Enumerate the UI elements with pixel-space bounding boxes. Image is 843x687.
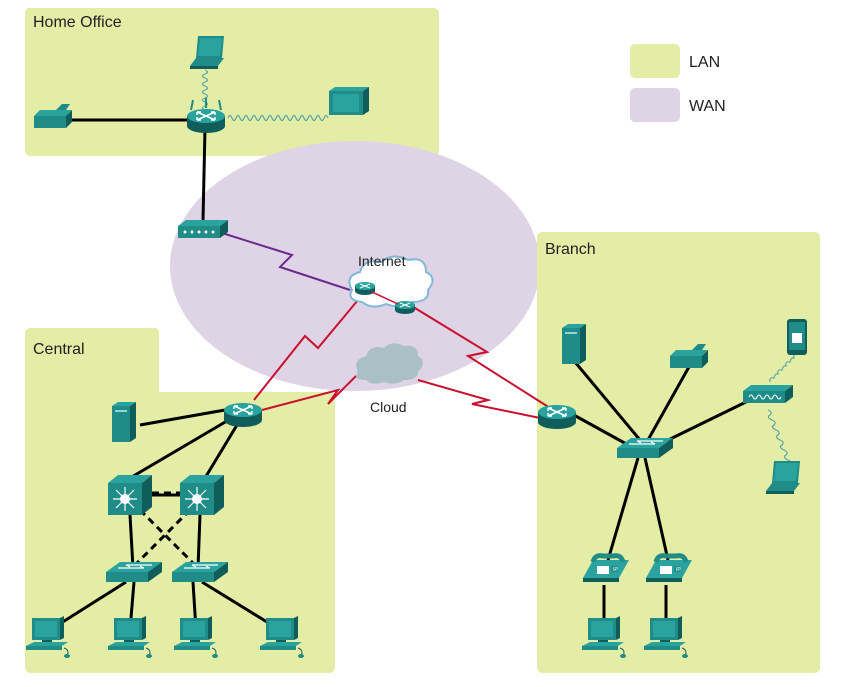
- branch-wireless-ap-icon: [742, 384, 794, 404]
- serial-link-central-cloud: [261, 375, 357, 411]
- legend-lan-swatch: [630, 44, 680, 78]
- home-wireless-router-icon: [186, 98, 226, 134]
- central-multilayer-switch-2-icon: [179, 474, 225, 516]
- wireless-link-laptop: [201, 69, 209, 111]
- link-wap-switch: [659, 398, 751, 446]
- branch-lan-region: [537, 232, 820, 673]
- central-multilayer-switch-1-icon: [107, 474, 153, 516]
- internet-cloud: [348, 255, 434, 315]
- internet-label: Internet: [358, 253, 406, 269]
- cloud-label: Cloud: [370, 399, 407, 415]
- branch-label: Branch: [545, 241, 596, 258]
- cloud-icon: [356, 343, 423, 384]
- link-ml1-sw1: [128, 514, 135, 569]
- legend-lan-label: LAN: [689, 54, 720, 71]
- link-home-router-modem: [201, 127, 207, 221]
- serial-link-modem-internet: [221, 232, 351, 291]
- branch-server-icon: [562, 324, 586, 364]
- link-central-router-ml1: [129, 416, 233, 480]
- wan-serial-links: [221, 232, 551, 419]
- link-central-router-ml2: [203, 419, 242, 479]
- central-router-icon: [223, 402, 263, 428]
- central-server-icon: [112, 402, 136, 442]
- home-office-label: Home Office: [33, 14, 122, 31]
- wireless-links: [201, 69, 803, 466]
- home-tablet-icon: [329, 87, 369, 115]
- home-modem-icon: [178, 220, 228, 238]
- branch-smartphone-icon: [787, 319, 807, 355]
- link-switch-phone2: [643, 457, 670, 561]
- wireless-link-tablet: [227, 114, 329, 122]
- wireless-link-branch-laptop: [767, 409, 792, 466]
- link-branch-printer-switch: [646, 364, 692, 441]
- legend-wan-swatch: [630, 88, 680, 122]
- legend: LAN WAN: [630, 44, 726, 122]
- link-ml2-sw2: [196, 514, 202, 569]
- legend-wan-label: WAN: [689, 98, 726, 115]
- redundant-link-ml2-sw1: [133, 508, 192, 567]
- link-switch-phone1: [606, 457, 640, 561]
- branch-router-icon: [537, 404, 577, 430]
- link-server-central-router: [139, 408, 226, 427]
- serial-link-cloud-branch: [417, 379, 541, 419]
- link-branch-router-switch: [571, 412, 631, 448]
- serial-link-internet-branch: [409, 304, 551, 409]
- central-label: Central: [33, 341, 85, 358]
- link-branch-server-switch: [573, 361, 642, 441]
- redundant-link-ml1-sw2: [138, 508, 197, 567]
- serial-link-internet-central: [253, 299, 359, 401]
- redundant-links: [133, 491, 197, 567]
